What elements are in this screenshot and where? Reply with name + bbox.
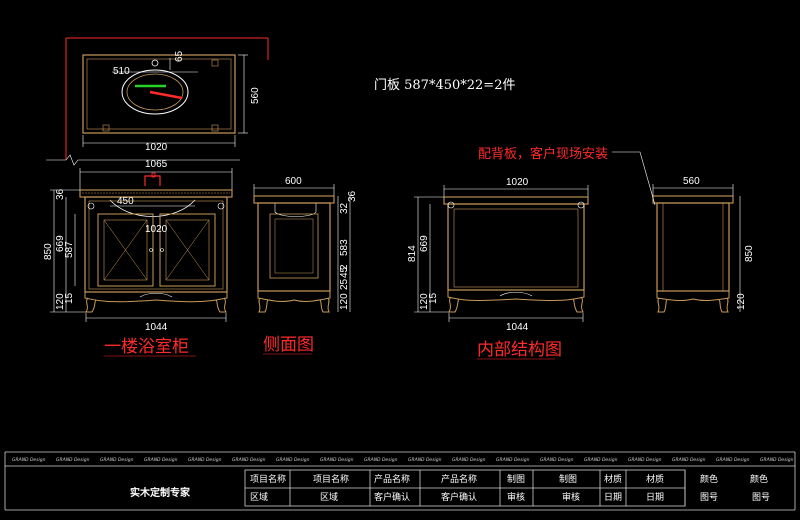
side-d-dim: 45 (339, 266, 350, 278)
watermark-12: GRAND Design (496, 457, 530, 463)
side-a-dim: 32 (339, 202, 350, 214)
interior-bottom-dim: 1044 (506, 322, 529, 333)
interior-h2-dim: 669 (419, 235, 430, 252)
side-f-dim: 120 (339, 293, 350, 310)
back-depth-dim: 560 (683, 176, 700, 187)
tb-label-4: 产品名称 (441, 473, 477, 485)
side-depth-dim: 600 (285, 176, 302, 187)
side-top-dim: 36 (347, 190, 358, 202)
watermark-11: GRAND Design (452, 457, 486, 463)
watermark-13: GRAND Design (540, 457, 574, 463)
side-c-dim: 2 (339, 264, 350, 270)
title-block (4, 451, 796, 511)
top-depth-dim: 560 (250, 87, 261, 104)
watermark-5: GRAND Design (188, 457, 222, 463)
tb-label-19: 图号 (700, 492, 718, 503)
tb-label-16: 审核 (562, 491, 580, 503)
watermark-10: GRAND Design (408, 457, 442, 463)
interior-width-dim: 1020 (506, 177, 529, 188)
back-view (612, 151, 741, 313)
watermark-6: GRAND Design (232, 457, 266, 463)
front-base-dim: 120 (55, 293, 66, 310)
front-top-dim: 36 (55, 188, 66, 200)
watermark-7: GRAND Design (276, 457, 310, 463)
tb-label-11: 区域 (250, 491, 268, 503)
door-panel-note: 门板 587*450*22=2件 (374, 78, 515, 93)
back-height-dim: 850 (744, 245, 755, 262)
watermark-14: GRAND Design (584, 457, 618, 463)
front-door-dim: 587 (64, 241, 75, 258)
tb-label-2: 项目名称 (313, 473, 349, 485)
title-block-labels: 项目名称 项目名称 产品名称 产品名称 制图 制图 材质 材质 颜色 颜色 区域… (250, 473, 770, 503)
watermark-4: GRAND Design (144, 457, 178, 463)
back-base-dim: 120 (736, 293, 747, 310)
side-view (253, 184, 351, 313)
front-overall-dim: 1065 (145, 159, 168, 170)
company-name: 实木定制专家 (130, 486, 191, 499)
tb-label-17: 日期 (604, 492, 622, 503)
tb-label-14: 客户确认 (441, 491, 477, 503)
watermark-2: GRAND Design (56, 457, 90, 463)
tb-label-15: 审核 (507, 491, 525, 503)
top-view (46, 37, 269, 166)
back-panel-note: 配背板，客户现场安装 (478, 146, 608, 162)
front-foot-dim: 15 (64, 292, 75, 304)
watermark-18: GRAND Design (760, 457, 794, 463)
front-view (50, 168, 233, 322)
interior-view-title: 内部结构图 (477, 340, 562, 360)
tb-label-3: 产品名称 (374, 473, 410, 485)
front-basin-dim: 450 (117, 196, 134, 207)
watermark-3: GRAND Design (100, 457, 134, 463)
tb-label-1: 项目名称 (250, 473, 286, 485)
tb-label-10: 颜色 (750, 473, 768, 485)
front-body-dim: 669 (55, 235, 66, 252)
watermark-17: GRAND Design (716, 457, 750, 463)
tb-label-13: 客户确认 (374, 491, 410, 503)
side-e-dim: 25 (339, 278, 350, 290)
interior-base-dim: 120 (419, 293, 430, 310)
front-view-title: 一楼浴室柜 (104, 337, 189, 357)
watermark-16: GRAND Design (672, 457, 706, 463)
watermark-strip: GRAND Design GRAND Design GRAND Design G… (12, 457, 794, 463)
tb-label-9: 颜色 (700, 473, 718, 485)
tb-label-8: 材质 (646, 473, 664, 485)
interior-foot-dim: 15 (428, 292, 439, 304)
watermark-9: GRAND Design (364, 457, 398, 463)
tb-label-6: 制图 (559, 473, 577, 485)
tb-label-7: 材质 (604, 473, 622, 485)
tb-label-5: 制图 (507, 473, 525, 485)
front-bottom-dim: 1044 (145, 322, 168, 333)
interior-h1-dim: 814 (407, 245, 418, 262)
watermark-8: GRAND Design (320, 457, 354, 463)
tb-label-20: 图号 (752, 492, 770, 503)
front-inner-dim: 1020 (145, 224, 168, 235)
tb-label-18: 日期 (646, 492, 664, 503)
top-width-dim: 1020 (145, 142, 168, 153)
side-view-title: 侧面图 (263, 335, 314, 355)
front-height-dim: 850 (43, 243, 54, 260)
interior-view (414, 185, 589, 322)
side-b-dim: 583 (339, 239, 350, 256)
watermark-15: GRAND Design (628, 457, 662, 463)
top-faucet-dim: 65 (174, 50, 185, 62)
watermark-1: GRAND Design (12, 457, 46, 463)
tb-label-12: 区域 (320, 491, 338, 503)
top-basin-dim: 510 (113, 66, 130, 77)
